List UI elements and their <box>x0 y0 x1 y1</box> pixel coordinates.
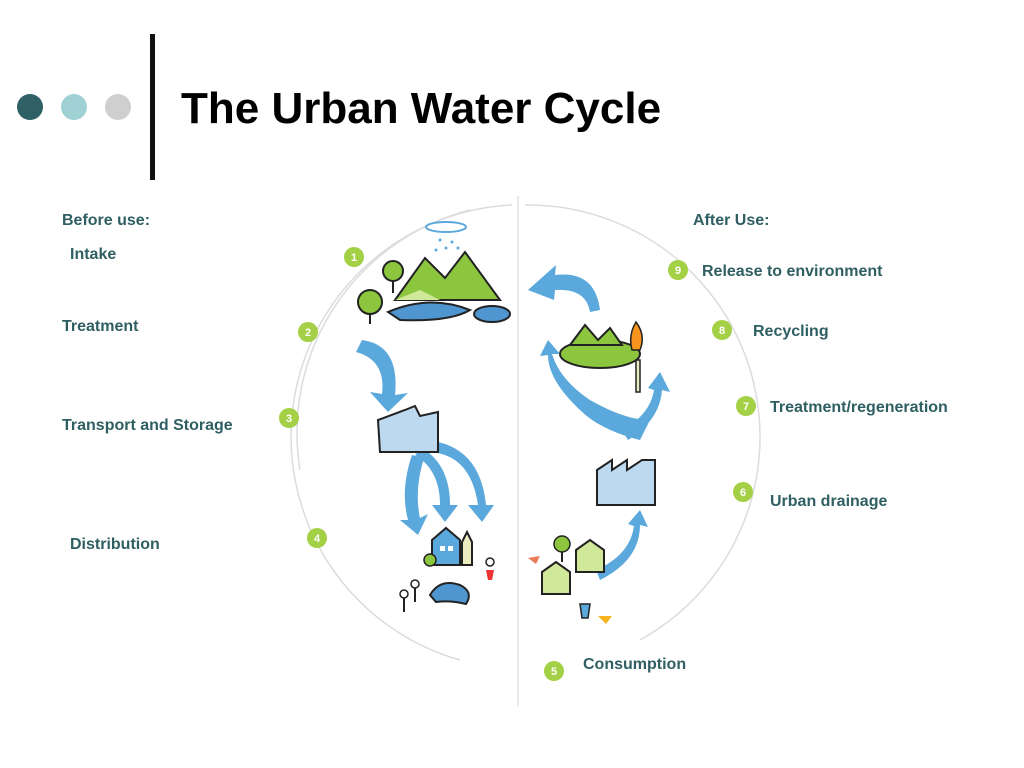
intake-scene-icon <box>357 221 511 324</box>
cycle-circle-right <box>524 204 761 641</box>
step-number-3: 3 <box>286 413 292 425</box>
stage-treatment-regeneration-label: Treatment/regeneration <box>770 399 948 416</box>
step-badge-2 <box>298 322 318 342</box>
step-number-7: 7 <box>743 401 749 413</box>
stage-recycling-label: Recycling <box>753 323 829 340</box>
stage-treatment-label: Treatment <box>62 318 139 335</box>
step-badge-4 <box>307 528 327 548</box>
step-badge-7 <box>736 396 756 416</box>
treatment-plant-icon <box>376 404 439 453</box>
step-badge-6 <box>733 482 753 502</box>
after-use-heading: After Use: <box>693 212 770 229</box>
step-number-2: 2 <box>305 327 311 339</box>
step-badge-3 <box>279 408 299 428</box>
step-number-5: 5 <box>551 666 557 678</box>
stage-consumption-label: Consumption <box>583 656 687 673</box>
title-divider <box>150 34 155 180</box>
stage-distribution-label: Distribution <box>70 536 160 553</box>
distribution-scene-icon <box>399 526 495 612</box>
step-number-1: 1 <box>351 252 357 264</box>
step-number-9: 9 <box>675 265 681 277</box>
before-use-heading: Before use: <box>62 212 151 229</box>
bullet-dot-grey <box>105 94 131 120</box>
step-badge-9 <box>668 260 688 280</box>
step-badge-1 <box>344 247 364 267</box>
step-badge-8 <box>712 320 732 340</box>
right-image-panel <box>523 200 998 706</box>
bullet-dot-light <box>61 94 87 120</box>
step-number-6: 6 <box>740 487 746 499</box>
slide-title: The Urban Water Cycle <box>181 84 662 133</box>
flow-arrows-right <box>528 265 670 580</box>
stage-release-label: Release to environment <box>702 263 883 280</box>
step-badges <box>279 247 756 681</box>
step-number-8: 8 <box>719 325 725 337</box>
stage-transport-storage-label: Transport and Storage <box>62 417 233 434</box>
stage-intake-label: Intake <box>70 246 117 263</box>
release-scene-icon <box>559 320 643 393</box>
bullet-dot-dark <box>17 94 43 120</box>
regeneration-plant-icon <box>596 458 656 506</box>
stage-urban-drainage-label: Urban drainage <box>770 493 888 510</box>
step-badge-numbers: 1 2 3 4 5 6 7 8 9 <box>286 252 749 678</box>
consumption-scene-icon <box>528 535 612 624</box>
step-number-4: 4 <box>314 533 321 545</box>
step-badge-5 <box>544 661 564 681</box>
